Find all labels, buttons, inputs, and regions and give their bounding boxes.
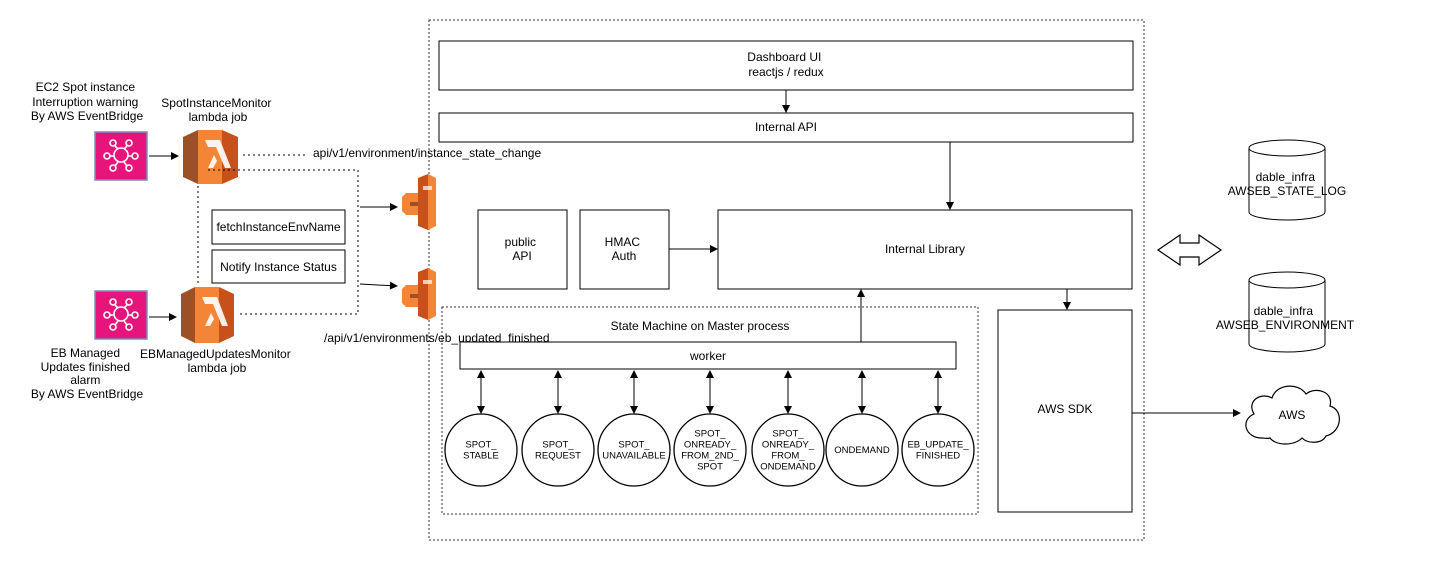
- dashboard-ui-label: Dashboard UI reactjs / redux: [747, 50, 824, 79]
- lambda-function-icon: [402, 268, 436, 320]
- state-node: ONDEMAND: [825, 370, 899, 487]
- state-node: SPOT_STABLE: [444, 370, 518, 487]
- state-circle: [444, 413, 518, 487]
- state-circle: [673, 413, 747, 487]
- internal-library-label: Internal Library: [885, 242, 965, 256]
- worker-label: worker: [689, 349, 726, 363]
- state-machine-title: State Machine on Master process: [611, 319, 790, 333]
- aws-sdk-label: AWS SDK: [1038, 402, 1093, 416]
- state-label: SPOT_UNAVAILABLE: [602, 440, 666, 462]
- notify-status-box: [211, 249, 346, 284]
- state-circle: [751, 413, 825, 487]
- public-api-box: [477, 209, 568, 290]
- state-circle: [597, 413, 671, 487]
- state-label: SPOT_ONREADY_FROM_2ND_SPOT: [681, 429, 739, 473]
- state-circle: [825, 413, 899, 487]
- worker-box: [459, 341, 957, 370]
- state-log-db-label: dable_infra AWSEB_STATE_LOG: [1228, 170, 1346, 198]
- state-label: SPOT_STABLE: [463, 440, 499, 462]
- eventbridge-icon: [94, 131, 148, 181]
- state-label: ONDEMAND: [834, 445, 890, 456]
- fetch-env-name-label: fetchInstanceEnvName: [216, 220, 340, 234]
- environment-db-label: dable_infra AWSEB_ENVIRONMENT: [1216, 304, 1355, 332]
- state-node: SPOT_UNAVAILABLE: [597, 370, 671, 487]
- state-circle: [521, 413, 595, 487]
- states-group: SPOT_STABLE SPOT_REQUEST SPOT_UNAVAILABLE S…: [444, 370, 975, 487]
- lambda-icon: [181, 287, 234, 343]
- internal-api-box: [438, 112, 1134, 143]
- eb-monitor-label: EBManagedUpdatesMonitor lambda job: [140, 347, 294, 375]
- hmac-auth-label: HMAC Auth: [605, 235, 644, 263]
- spot-monitor-label: SpotInstanceMonitor lambda job: [161, 96, 274, 124]
- state-node: EB_UPDATE_FINISHED: [901, 370, 975, 487]
- dashboard-ui-box: [438, 40, 1134, 91]
- instance-state-change-route: api/v1/environment/instance_state_change: [313, 146, 541, 160]
- state-machine-frame: [441, 306, 979, 515]
- to-function-bottom-arrow: [359, 281, 398, 290]
- state-node: SPOT_ONREADY_FROM_2ND_SPOT: [673, 370, 747, 487]
- ec2-event-label: EC2 Spot instance Interruption warning B…: [31, 80, 144, 123]
- eventbridge-icon: [94, 290, 148, 340]
- lambda-icon: [183, 130, 238, 184]
- bidirectional-arrow-icon: [1156, 233, 1223, 267]
- aws-sdk-box: [997, 309, 1133, 513]
- lambda-function-icon: [402, 174, 436, 230]
- internal-api-label: Internal API: [755, 120, 817, 134]
- cloud-label: AWS: [1279, 408, 1306, 422]
- state-node: SPOT_ONREADY_FROM_ONDEMAND: [751, 370, 825, 487]
- state-label: SPOT_ONREADY_FROM_ONDEMAND: [760, 429, 816, 473]
- database-icon: [1248, 139, 1326, 221]
- public-api-label: public API: [505, 235, 540, 263]
- internal-library-box: [717, 209, 1133, 290]
- fetch-env-name-box: [211, 209, 346, 245]
- hmac-auth-box: [579, 209, 670, 290]
- eb-event-label: EB Managed Updates finished alarm By AWS…: [31, 346, 144, 401]
- state-node: SPOT_REQUEST: [521, 370, 595, 487]
- cloud-icon: [1245, 385, 1340, 445]
- database-icon: [1248, 271, 1326, 353]
- state-label: EB_UPDATE_FINISHED: [907, 440, 969, 462]
- notify-status-label: Notify Instance Status: [220, 260, 337, 274]
- state-label: SPOT_REQUEST: [535, 440, 581, 462]
- state-circle: [901, 413, 975, 487]
